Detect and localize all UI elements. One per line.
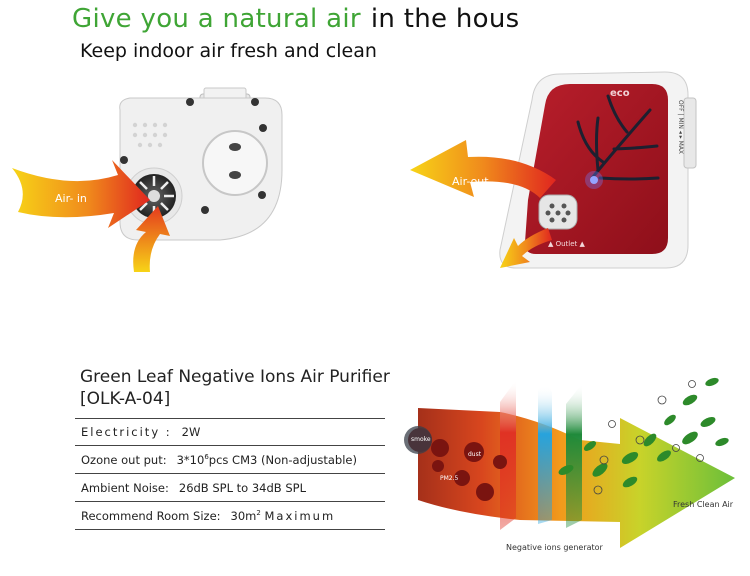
particle-dust: dust <box>468 451 482 458</box>
air-in-label: Air- in <box>55 192 87 205</box>
air-out-label: Air-out <box>452 175 489 188</box>
dial-label: OFF | MIN ◂ ▸ MAX <box>677 100 684 154</box>
spec-key: Ambient Noise: <box>81 480 169 495</box>
headline-green: Give you a natural air <box>72 4 361 34</box>
spec-value: 2W <box>181 425 201 439</box>
purification-diagram <box>404 377 735 548</box>
outlet-label: ▲ Outlet ▲ <box>548 240 586 248</box>
particle-pm25: PM2.5 <box>440 475 459 482</box>
product-model: [OLK-A-04] <box>80 389 171 409</box>
device-front-view <box>499 71 697 269</box>
device-back-view <box>119 87 283 241</box>
spec-key: Ozone out put: <box>81 452 167 467</box>
spec-row-room-size: Recommend Room Size: 30m2 Maximum <box>75 502 385 530</box>
particle-smoke: smoke <box>411 436 431 443</box>
air-out-arrow <box>410 140 556 198</box>
product-title: Green Leaf Negative Ions Air Purifier <box>80 367 390 387</box>
subheadline: Keep indoor air fresh and clean <box>80 40 377 62</box>
spec-table: Electricity : 2W Ozone out put: 3*106pcs… <box>75 418 385 530</box>
outlet-down-arrow <box>500 228 552 268</box>
headline-black: in the hous <box>370 4 520 34</box>
spec-row-electricity: Electricity : 2W <box>75 418 385 446</box>
fresh-clean-air-label: Fresh Clean Air <box>673 500 734 509</box>
negative-ions-generator-label: Negative ions generator <box>506 543 603 552</box>
air-in-up-arrow <box>133 206 170 272</box>
spec-value: 26dB SPL to 34dB SPL <box>178 480 306 495</box>
spec-value: 30m2 Maximum <box>230 508 336 523</box>
air-in-arrow <box>12 160 150 228</box>
spec-key: Recommend Room Size: <box>81 508 221 523</box>
eco-logo: eco <box>610 88 630 99</box>
headline: Give you a natural air in the hous <box>72 4 520 34</box>
spec-value: 3*106pcs CM3 (Non-adjustable) <box>176 452 357 467</box>
spec-row-ozone: Ozone out put: 3*106pcs CM3 (Non-adjusta… <box>75 446 385 474</box>
spec-row-noise: Ambient Noise: 26dB SPL to 34dB SPL <box>75 474 385 502</box>
spec-key: Electricity : <box>81 425 172 439</box>
